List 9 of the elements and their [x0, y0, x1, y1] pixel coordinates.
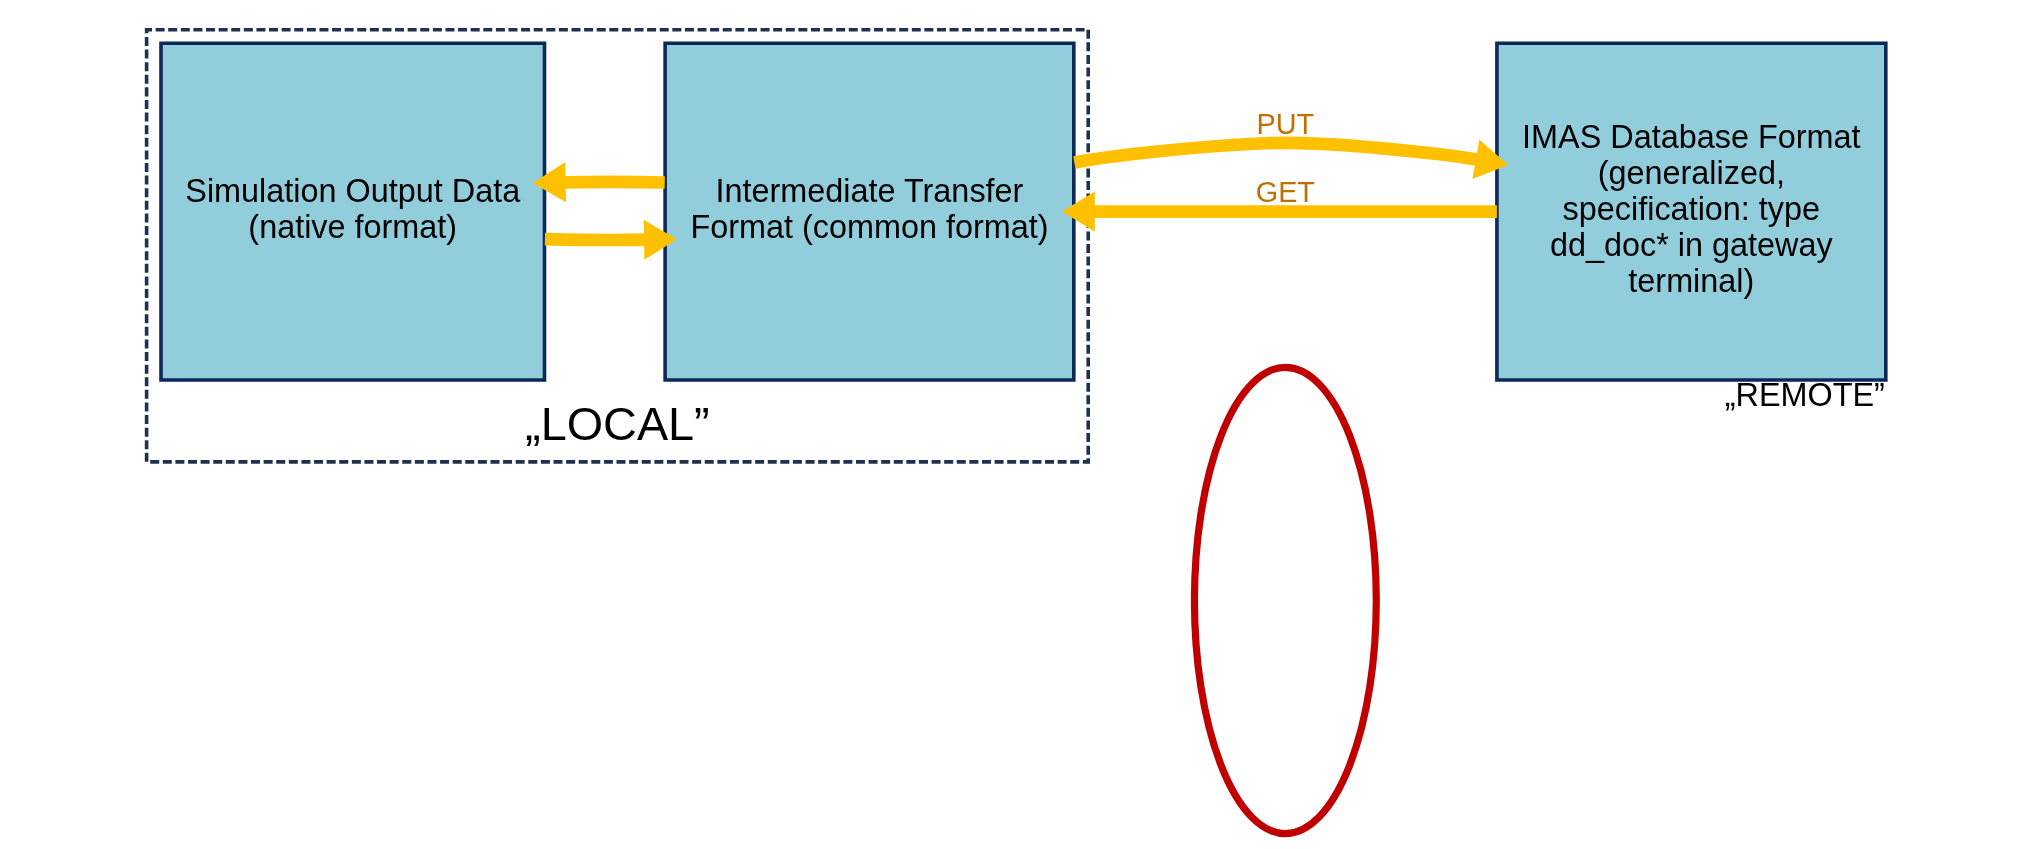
node-box: Intermediate Transfer Format (common format): [663, 41, 1076, 382]
arrow: [532, 162, 665, 203]
node-box: Simulation Output Data (native format): [159, 41, 547, 382]
arrow: [1062, 191, 1497, 232]
node-box: IMAS Database Format (generalized, specification: type dd_doc* in gateway terminal): [1495, 41, 1888, 382]
edge-label: GET: [1255, 176, 1315, 209]
node-ellipse: [1190, 363, 1380, 838]
edge-label: PUT: [1256, 107, 1315, 140]
arrow: [544, 219, 677, 260]
